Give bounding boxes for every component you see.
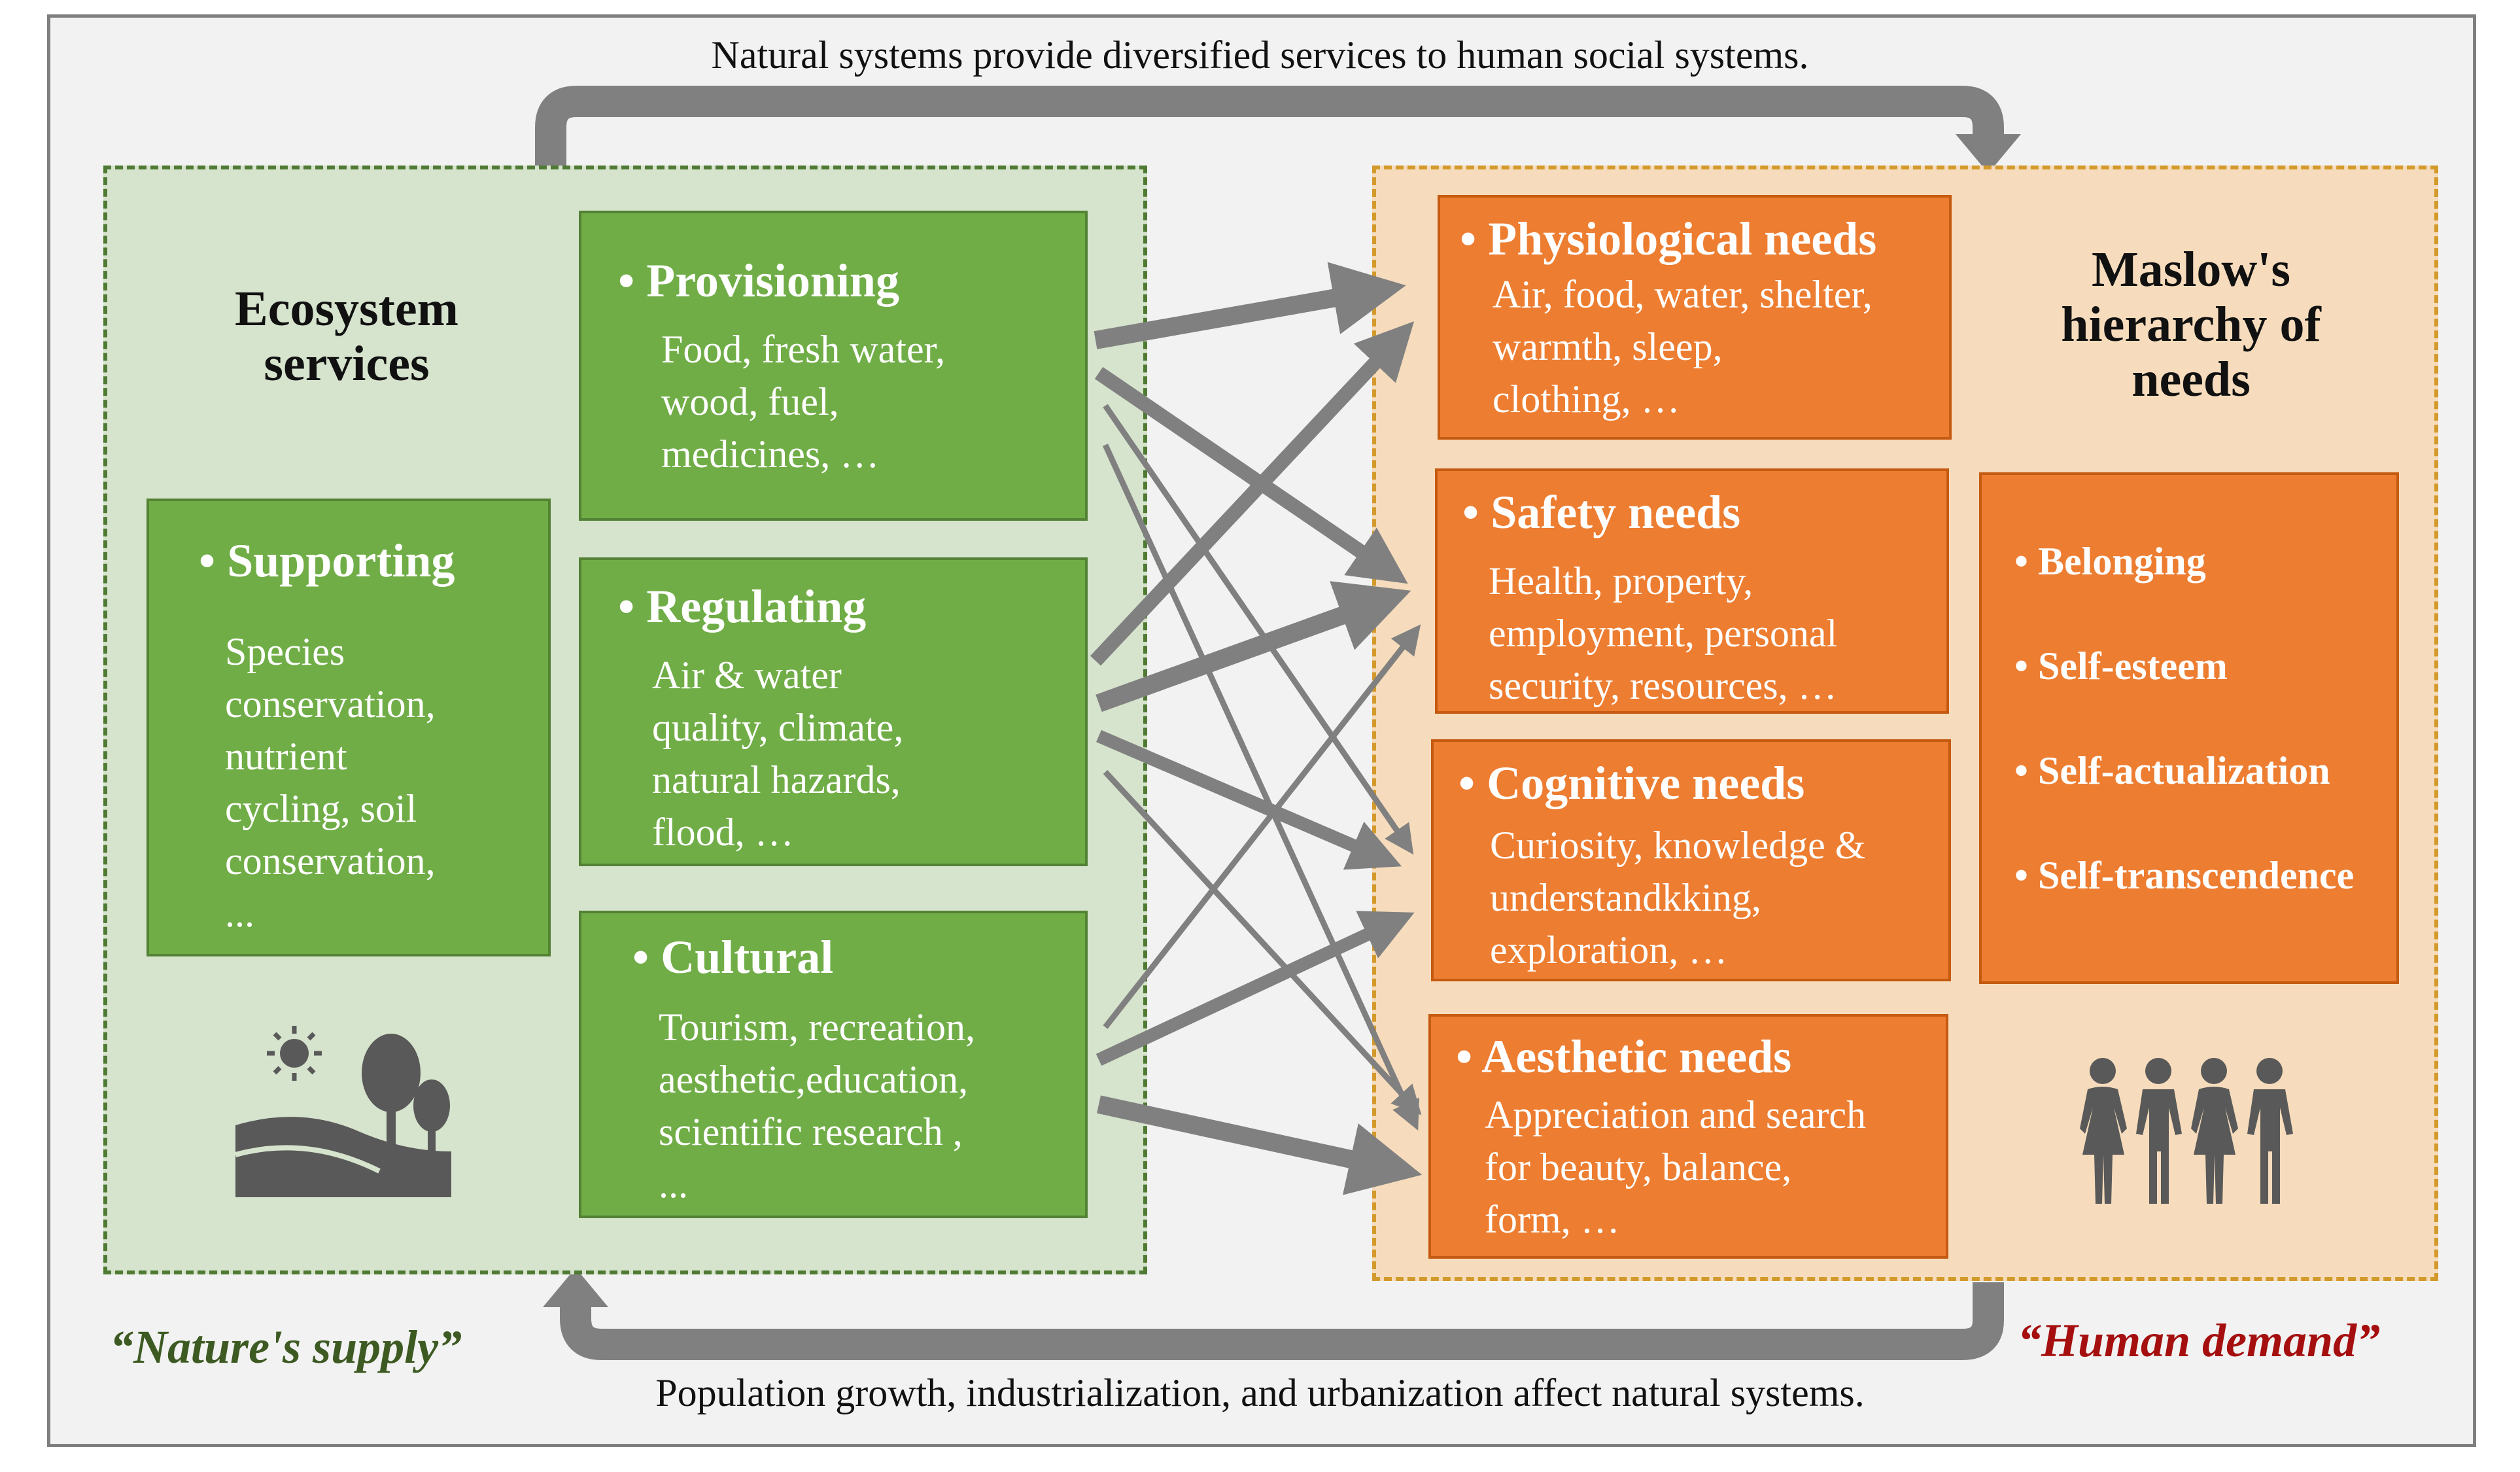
bottom-caption: Population growth, industrialization, an… xyxy=(655,1371,1865,1414)
top-cycle-arrowhead xyxy=(1956,134,2021,173)
maslow-title-line3: needs xyxy=(2132,352,2251,407)
arrow-regulating-safety xyxy=(1096,581,1411,712)
aesthetic-needs-box: • Aesthetic needs Appreciation and searc… xyxy=(1428,1014,1948,1259)
top-caption: Natural systems provide diversified serv… xyxy=(711,33,1809,77)
physiological-needs-box: • Physiological needs Air, food, water, … xyxy=(1438,195,1952,440)
arrow-provisioning-cognitive xyxy=(1103,404,1414,855)
self-esteem-item: • Self-esteem xyxy=(2014,644,2228,688)
cognitive-body: Curiosity, knowledge & understandkking, … xyxy=(1490,824,1866,972)
provisioning-box: • Provisioning Food, fresh water, wood, … xyxy=(579,211,1088,521)
supporting-title: • Supporting xyxy=(199,534,455,587)
cultural-title: • Cultural xyxy=(632,931,834,983)
arrow-provisioning-safety xyxy=(1094,366,1408,584)
provisioning-body: Food, fresh water, wood, fuel, medicines… xyxy=(661,328,946,476)
physiological-body: Air, food, water, shelter, warmth, sleep… xyxy=(1493,273,1873,421)
aesthetic-title: • Aesthetic needs xyxy=(1456,1030,1792,1083)
arrow-provisioning-physiological xyxy=(1094,262,1406,349)
provisioning-title: • Provisioning xyxy=(618,254,899,307)
maslow-title: Maslow's hierarchy of needs xyxy=(2001,242,2381,407)
ecosystem-title: Ecosystem services xyxy=(196,281,497,391)
supporting-box: • Supporting Species conservation, nutri… xyxy=(147,499,551,956)
arrow-regulating-cognitive xyxy=(1096,729,1402,870)
maslow-title-line1: Maslow's xyxy=(2092,242,2290,297)
safety-title: • Safety needs xyxy=(1462,486,1741,538)
higher-needs-box: • Belonging • Self-esteem • Self-actuali… xyxy=(1979,472,2399,984)
top-cycle-arrow xyxy=(535,86,2004,167)
safety-body: Health, property, employment, personal s… xyxy=(1489,559,1838,707)
arrow-cultural-safety xyxy=(1103,624,1421,1029)
regulating-title: • Regulating xyxy=(618,580,867,633)
natures-supply-label: “Nature's supply” xyxy=(110,1321,462,1373)
physiological-title: • Physiological needs xyxy=(1460,213,1877,265)
arrow-provisioning-aesthetic xyxy=(1102,444,1420,1131)
self-actualization-item: • Self-actualization xyxy=(2014,749,2330,792)
regulating-box: • Regulating Air & water quality, climat… xyxy=(579,557,1088,866)
aesthetic-body: Appreciation and search for beauty, bala… xyxy=(1485,1093,1867,1241)
arrow-regulating-physiological xyxy=(1090,321,1415,666)
people-group-icon xyxy=(2080,1058,2293,1204)
maslow-title-line2: hierarchy of xyxy=(2061,297,2321,352)
bottom-cycle-arrow xyxy=(560,1282,2004,1360)
landscape-sun-trees-icon xyxy=(234,1026,451,1197)
cognitive-title: • Cognitive needs xyxy=(1458,757,1805,809)
safety-needs-box: • Safety needs Health, property, employm… xyxy=(1435,468,1949,714)
ecosystem-title-line1: Ecosystem xyxy=(235,281,458,336)
arrow-regulating-aesthetic xyxy=(1103,769,1422,1115)
belonging-item: • Belonging xyxy=(2014,540,2206,583)
arrow-cultural-cognitive xyxy=(1096,911,1415,1066)
self-transcendence-item: • Self-transcendence xyxy=(2014,854,2355,897)
ecosystem-title-line2: services xyxy=(264,336,430,391)
supporting-body: Species conservation, nutrient cycling, … xyxy=(225,630,436,935)
cognitive-needs-box: • Cognitive needs Curiosity, knowledge &… xyxy=(1431,739,1951,981)
cultural-body: Tourism, recreation, aesthetic,education… xyxy=(659,1006,975,1206)
arrow-cultural-aesthetic xyxy=(1097,1095,1423,1195)
regulating-body: Air & water quality, climate, natural ha… xyxy=(652,654,904,854)
cultural-box: • Cultural Tourism, recreation, aestheti… xyxy=(579,911,1088,1218)
bottom-cycle-arrowhead xyxy=(543,1268,608,1307)
human-demand-label: “Human demand” xyxy=(2018,1314,2381,1367)
